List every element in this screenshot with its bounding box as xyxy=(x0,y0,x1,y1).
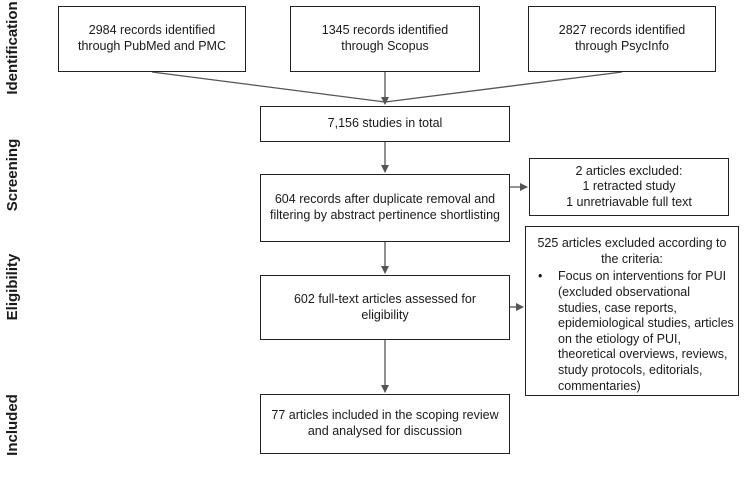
box-text-line: 2 articles excluded: xyxy=(575,163,683,178)
criteria-text: Focus on interventions for PUI (excluded… xyxy=(558,269,734,394)
box-text-line: on the etiology of PUI, xyxy=(558,331,681,346)
box-text-line: 2984 records identified xyxy=(88,23,216,38)
stage-label-eligibility: Eligibility xyxy=(4,253,21,321)
arrow-pubmed-to-total xyxy=(151,71,386,103)
box-text-line: through PsycInfo xyxy=(575,39,669,53)
box-total-studies: 7,156 studies in total xyxy=(260,106,510,142)
criteria-bullet-item: • Focus on interventions for PUI (exclud… xyxy=(536,269,734,394)
box-articles-included: 77 articles included in the scoping revi… xyxy=(260,394,510,454)
box-text-line: theoretical overviews, reviews, xyxy=(558,347,728,362)
box-text-line: (excluded observational xyxy=(558,284,691,299)
stage-label-screening: Screening xyxy=(4,138,21,212)
box-pubmed-records: 2984 records identified through PubMed a… xyxy=(58,6,246,72)
box-text-line: 604 records after duplicate removal and xyxy=(274,192,496,207)
box-text-line: 77 articles included in the scoping revi… xyxy=(271,408,499,423)
box-after-duplicate-removal: 604 records after duplicate removal and … xyxy=(260,174,510,242)
box-text-line: epidemiological studies, articles xyxy=(558,316,734,331)
box-text-line: 1 retracted study xyxy=(582,179,676,194)
box-text-line: study protocols, editorials, xyxy=(558,363,703,377)
box-text-line: studies, case reports, xyxy=(558,300,677,315)
box-full-text-assessed: 602 full-text articles assessed for elig… xyxy=(260,275,510,340)
stage-label-identification: Identification xyxy=(4,1,21,95)
stage-label-included: Included xyxy=(4,394,21,456)
box-text-line: commentaries) xyxy=(558,378,641,393)
box-text-line: 1 unretriavable full text xyxy=(566,194,692,209)
box-text-line: through PubMed and PMC xyxy=(77,39,226,53)
box-text-line: eligibility xyxy=(361,307,409,322)
box-text-line: 7,156 studies in total xyxy=(327,116,443,131)
box-scopus-records: 1345 records identified through Scopus xyxy=(290,6,480,72)
box-psycinfo-records: 2827 records identified through PsycInfo xyxy=(528,6,716,72)
box-excluded-2-articles: 2 articles excluded: 1 retracted study 1… xyxy=(529,158,729,216)
box-text-line: the criteria: xyxy=(601,251,663,266)
box-text-line: and analysed for discussion xyxy=(307,424,463,438)
box-text-line: through Scopus xyxy=(341,39,429,53)
bullet-icon: • xyxy=(538,269,543,284)
box-excluded-525-articles: 525 articles excluded according to the c… xyxy=(525,226,739,396)
box-text-line: 602 full-text articles assessed for xyxy=(293,291,477,306)
box-text-line: 1345 records identified xyxy=(321,23,449,38)
box-text-line: Focus on interventions for PUI xyxy=(558,269,727,284)
box-text-line: 2827 records identified xyxy=(558,23,686,38)
box-text-line: filtering by abstract pertinence shortli… xyxy=(270,208,500,222)
box-text-line: 525 articles excluded according to xyxy=(537,236,727,250)
arrow-psycinfo-to-total xyxy=(384,71,623,103)
criteria-intro: 525 articles excluded according to the c… xyxy=(536,236,728,267)
